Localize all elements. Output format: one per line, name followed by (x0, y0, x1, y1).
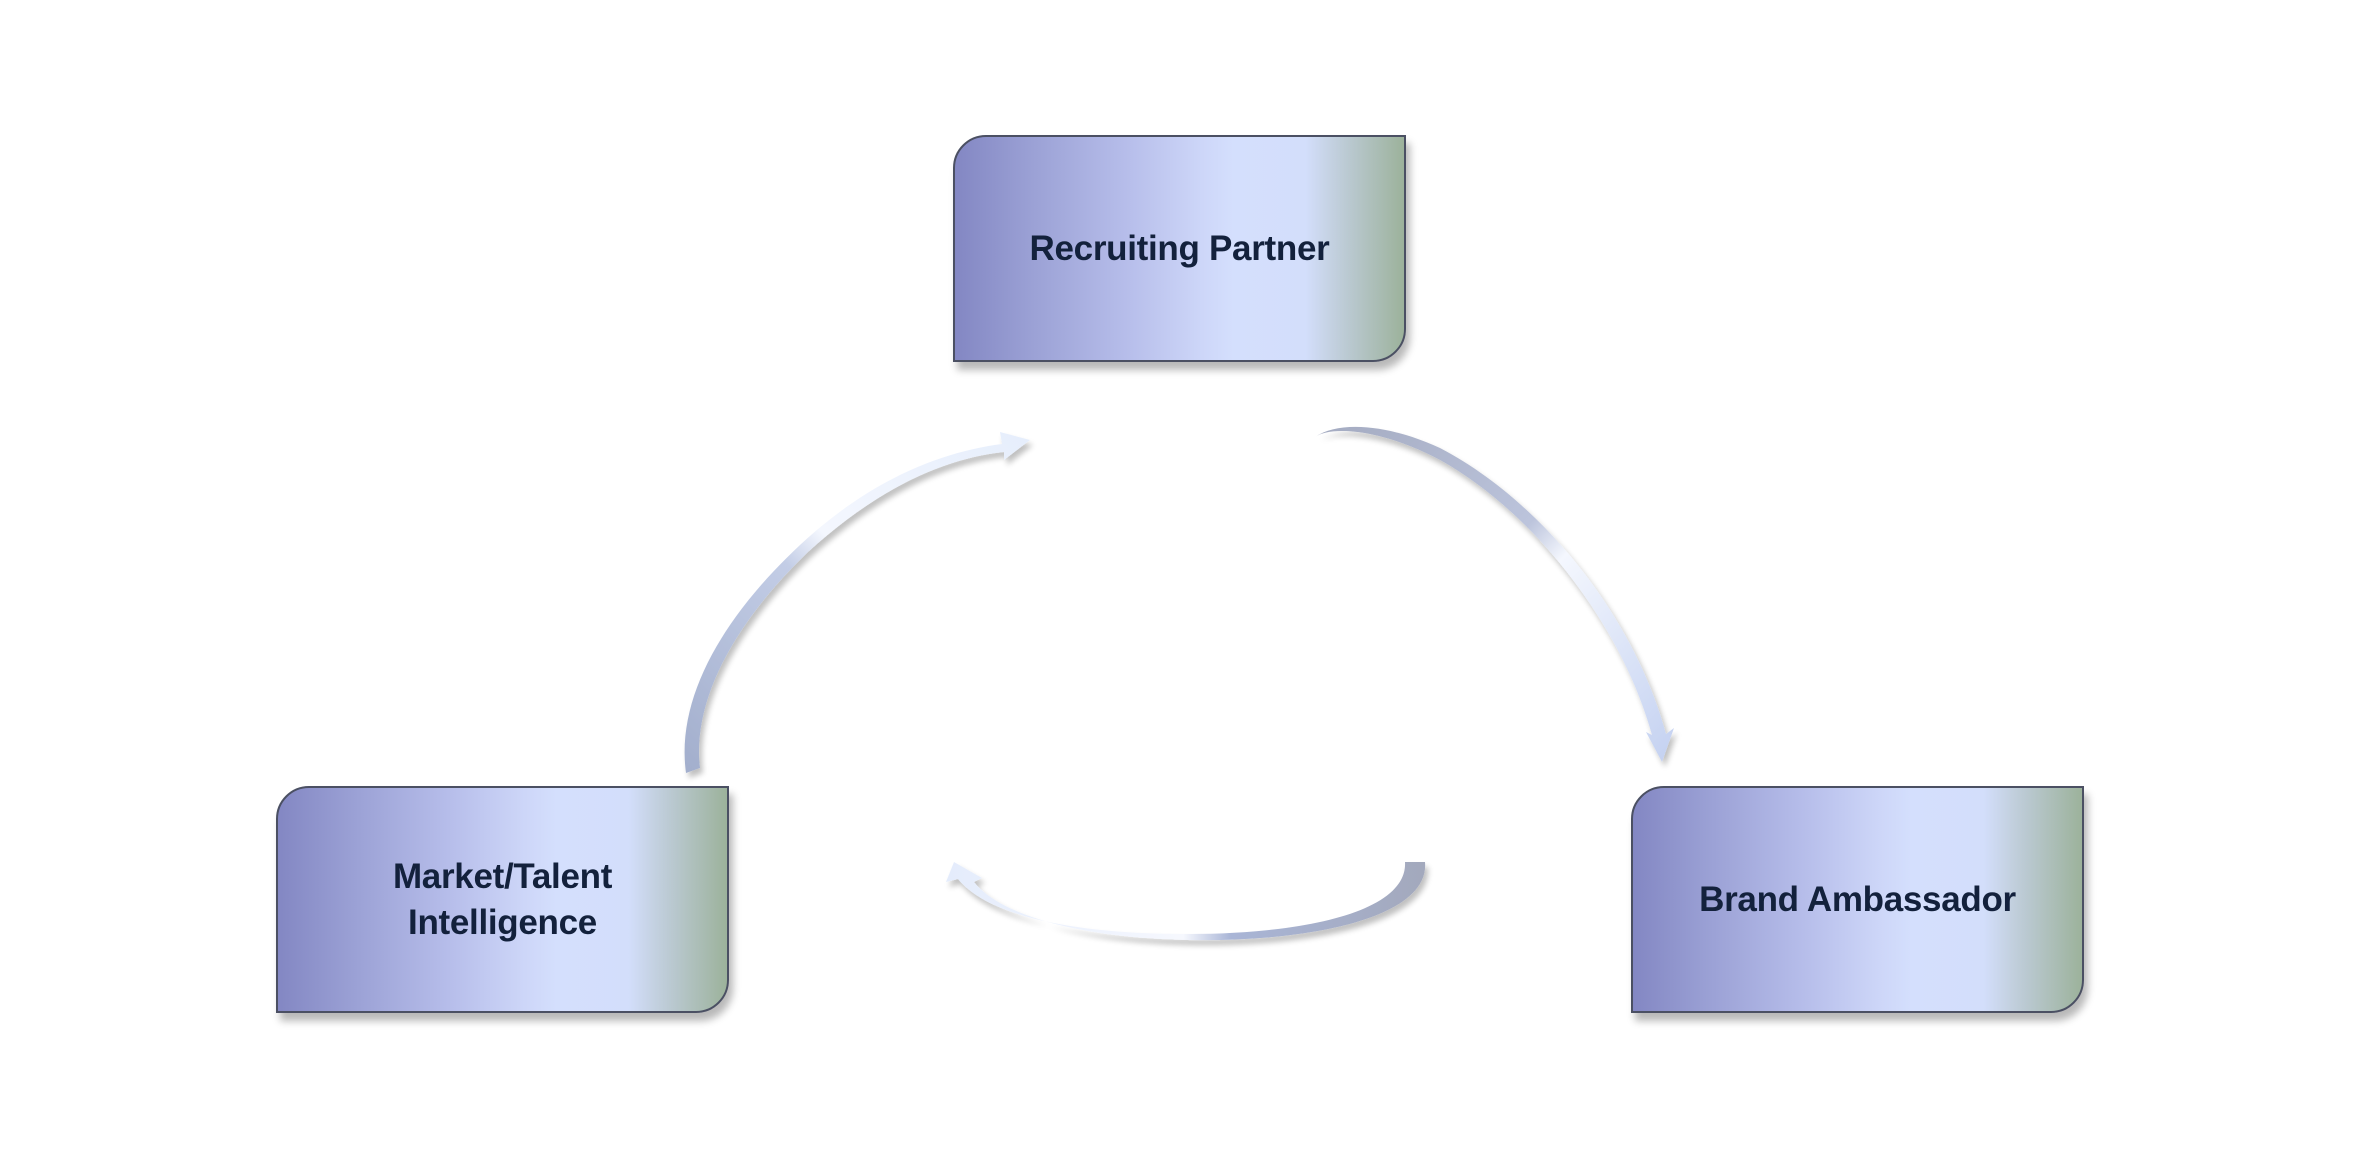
arrow-body (946, 862, 1426, 941)
node-brand-ambassador: Brand Ambassador (1631, 786, 2084, 1013)
arrow-brand-to-intelligence (946, 862, 1426, 941)
arrow-recruiting-to-brand (1315, 426, 1674, 762)
node-label: Recruiting Partner (1029, 228, 1330, 268)
node-label: Market/Talent Intelligence (392, 856, 613, 942)
node-market-talent-intelligence: Market/Talent Intelligence (276, 786, 729, 1013)
node-label: Brand Ambassador (1699, 879, 2016, 919)
arrow-body (1315, 426, 1674, 762)
arrow-body (684, 432, 1030, 773)
node-recruiting-partner: Recruiting Partner (953, 135, 1406, 362)
arrow-intelligence-to-recruiting (684, 432, 1030, 773)
